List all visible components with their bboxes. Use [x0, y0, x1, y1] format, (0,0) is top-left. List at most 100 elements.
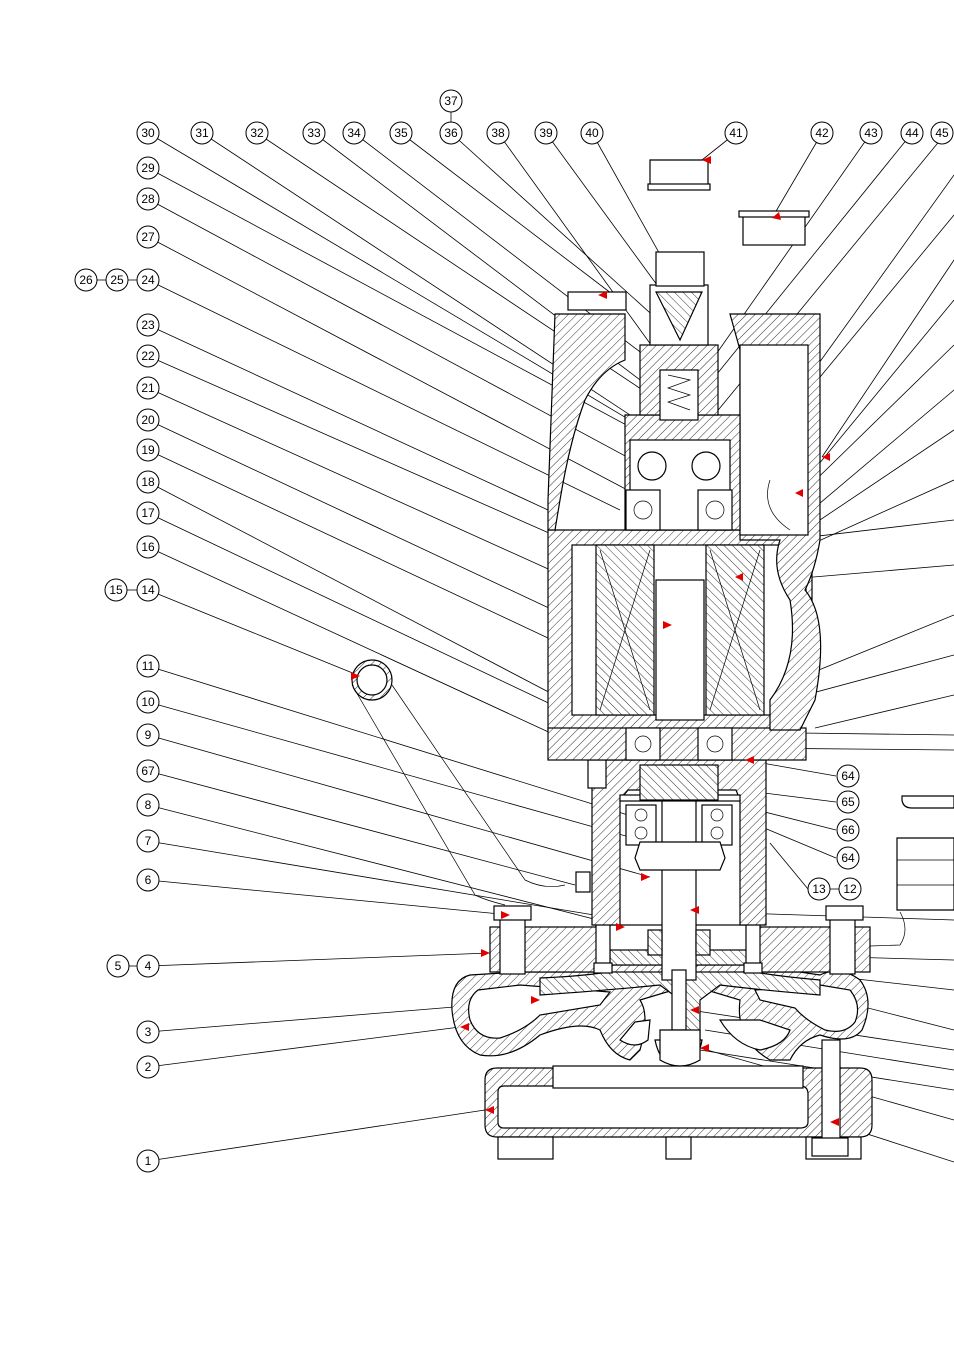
callout-label: 5: [115, 959, 122, 973]
callout-label: 44: [905, 126, 919, 140]
callout-66: 66: [836, 818, 860, 842]
callout-label: 26: [79, 273, 93, 287]
callout-6: 6: [136, 868, 160, 892]
callout-30: 30: [136, 121, 160, 145]
callout-14: 14: [136, 578, 160, 602]
callout-label: 10: [141, 695, 155, 709]
loose-tube: [351, 659, 566, 906]
callout-label: 2: [145, 1060, 152, 1074]
callout-4: 4: [136, 954, 160, 978]
callout-19: 19: [136, 438, 160, 462]
right-edge-parts: [869, 795, 954, 947]
callout-32: 32: [245, 121, 269, 145]
callout-27: 27: [136, 225, 160, 249]
callout-label: 13: [812, 882, 826, 896]
callout-label: 11: [142, 659, 155, 673]
side-cover: [729, 313, 822, 731]
callout-21: 21: [136, 376, 160, 400]
callout-label: 35: [394, 126, 408, 140]
red-arrow-markers: [351, 156, 839, 1126]
callout-16: 16: [136, 535, 160, 559]
callout-9: 9: [136, 723, 160, 747]
callout-15: 15: [104, 578, 128, 602]
callout-24: 24: [136, 268, 160, 292]
callout-43: 43: [859, 121, 883, 145]
callout-label: 21: [141, 381, 155, 395]
callout-13: 13: [807, 877, 831, 901]
callout-label: 39: [539, 126, 553, 140]
callout-label: 27: [141, 230, 155, 244]
callout-label: 7: [145, 834, 152, 848]
callout-2: 2: [136, 1055, 160, 1079]
callout-3: 3: [136, 1020, 160, 1044]
callout-12: 12: [838, 877, 862, 901]
callout-34: 34: [342, 121, 366, 145]
callout-label: 32: [250, 126, 264, 140]
callout-45: 45: [930, 121, 954, 145]
callout-29: 29: [136, 156, 160, 180]
callout-label: 41: [729, 126, 743, 140]
callout-31: 31: [190, 121, 214, 145]
callout-label: 6: [145, 873, 152, 887]
callout-label: 42: [815, 126, 829, 140]
callout-67: 67: [136, 759, 160, 783]
loose-caps: [647, 159, 810, 246]
callout-36: 36: [439, 121, 463, 145]
callout-1: 1: [136, 1149, 160, 1173]
callout-label: 65: [841, 795, 855, 809]
callout-label: 36: [444, 126, 458, 140]
upper-housing: [547, 291, 741, 531]
callout-65: 65: [836, 790, 860, 814]
callout-35: 35: [389, 121, 413, 145]
callout-label: 18: [141, 475, 155, 489]
callout-38: 38: [486, 121, 510, 145]
callout-label: 28: [141, 192, 155, 206]
callout-label: 64: [841, 851, 855, 865]
callout-label: 34: [347, 126, 361, 140]
bearing-housing-lower: [575, 759, 767, 956]
callout-label: 14: [141, 583, 155, 597]
callout-label: 15: [109, 583, 123, 597]
callout-label: 67: [141, 764, 155, 778]
callout-5: 5: [106, 954, 130, 978]
callout-64-upper: 64: [836, 764, 860, 788]
callout-44: 44: [900, 121, 924, 145]
callout-28: 28: [136, 187, 160, 211]
callout-label: 40: [585, 126, 599, 140]
callout-label: 19: [141, 443, 155, 457]
callout-20: 20: [136, 408, 160, 432]
callout-label: 24: [141, 273, 155, 287]
callout-7: 7: [136, 829, 160, 853]
callout-label: 43: [864, 126, 878, 140]
callout-label: 30: [141, 126, 155, 140]
callout-26: 26: [74, 268, 98, 292]
callout-17: 17: [136, 501, 160, 525]
callout-42: 42: [810, 121, 834, 145]
top-valve-assembly: [639, 251, 719, 421]
callout-label: 17: [141, 506, 155, 520]
callout-25: 25: [105, 268, 129, 292]
callout-11: 11: [136, 654, 160, 678]
callout-label: 38: [491, 126, 505, 140]
callout-label: 20: [141, 413, 155, 427]
callout-label: 33: [307, 126, 321, 140]
callout-23: 23: [136, 313, 160, 337]
callout-label: 23: [141, 318, 155, 332]
callout-label: 12: [843, 882, 857, 896]
callout-label: 29: [141, 161, 155, 175]
callout-label: 16: [141, 540, 155, 554]
callout-10: 10: [136, 690, 160, 714]
callout-39: 39: [534, 121, 558, 145]
callout-label: 31: [195, 126, 209, 140]
callout-8: 8: [136, 793, 160, 817]
callout-label: 25: [110, 273, 124, 287]
callout-label: 9: [145, 728, 152, 742]
callout-label: 1: [145, 1154, 152, 1168]
callout-37: 37: [439, 89, 463, 113]
callout-label: 4: [145, 959, 152, 973]
motor-housing: [547, 529, 813, 761]
callout-label: 66: [841, 823, 855, 837]
callout-label: 45: [935, 126, 949, 140]
callout-33: 33: [302, 121, 326, 145]
